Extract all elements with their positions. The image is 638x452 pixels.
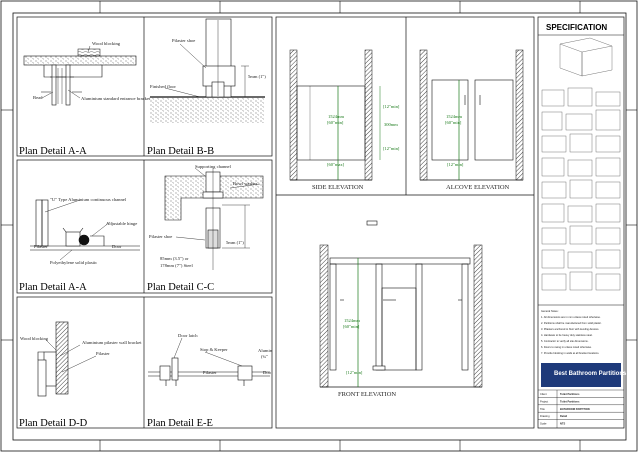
label-bead: Bead bbox=[33, 95, 43, 100]
spec-title: SPECIFICATION bbox=[546, 23, 607, 32]
panel-frames bbox=[16, 16, 535, 429]
label-wood-blocking: Wood blocking bbox=[92, 41, 121, 46]
title-block-key: Scale bbox=[540, 422, 547, 426]
label-bowl-washer: Bowl washer bbox=[233, 181, 258, 186]
spec-panel: SPECIFICATION General Notes: 1. All dimen… bbox=[537, 16, 627, 429]
title-front-elevation: FRONT ELEVATION bbox=[338, 391, 396, 398]
label-aluminium-bracket: Aluminium standard entrance bracket bbox=[81, 96, 151, 101]
label-pilaster-e: Pilaster bbox=[203, 370, 217, 375]
label-pilaster-a2: Pilaster bbox=[34, 244, 48, 249]
spec-note: 7. Provide blocking in walls at all brac… bbox=[541, 351, 600, 355]
wood-blocking bbox=[77, 48, 101, 57]
detail-d: Wood blocking Aluminium pilaster wall br… bbox=[19, 321, 142, 429]
title-detail-a1: Plan Detail A-A bbox=[19, 146, 87, 157]
title-detail-b: Plan Detail B-B bbox=[147, 146, 214, 157]
spec-note: 3. Pilasters anchored to floor with leve… bbox=[541, 327, 599, 331]
alcove-dim-3: [12"min] bbox=[447, 162, 464, 167]
label-door-e: Doo bbox=[263, 370, 272, 375]
label-pilaster-shoe-c: Pilaster shoe bbox=[149, 234, 172, 239]
front-elevation: 1524mm [60"min] [12"min] FRONT ELEVATION bbox=[319, 220, 483, 398]
title-block-value: BATHROOM PARTITION bbox=[560, 407, 590, 411]
sheet-border-inner bbox=[12, 12, 627, 441]
title-block-key: Client bbox=[540, 392, 547, 396]
label-aluminium-sub-e: (¾" bbox=[261, 354, 268, 359]
side-dim-4: [12"min] bbox=[383, 104, 400, 109]
title-detail-e: Plan Detail E-E bbox=[147, 418, 213, 429]
side-elevation: 1524mm [60"min] [60"max] [12"min] 300mm … bbox=[289, 49, 400, 191]
label-supporting-channel: Supporting channel bbox=[195, 164, 232, 169]
detail-a1: Wood blocking Bead Aluminium standard en… bbox=[19, 41, 151, 157]
title-block-value: NTS bbox=[560, 422, 565, 426]
floor-slab bbox=[150, 97, 265, 123]
side-dim-2: [60"min] bbox=[327, 120, 344, 125]
side-dim-1: 1524mm bbox=[328, 114, 345, 119]
spec-note: 4. Hardware to be heavy duty stainless s… bbox=[541, 333, 593, 337]
label-pilaster-shoe-b: Pilaster shoe bbox=[172, 38, 195, 43]
title-block-key: Title bbox=[540, 407, 545, 411]
front-dim-1: 1524mm bbox=[344, 318, 361, 323]
title-side-elevation: SIDE ELEVATION bbox=[312, 184, 364, 191]
iso-thumbnails bbox=[541, 37, 621, 291]
detail-b: Pilaster shoe Finished floor 5mm (1") Pl… bbox=[147, 18, 266, 157]
wall-section bbox=[23, 55, 137, 66]
label-door-a2: Door bbox=[112, 244, 122, 249]
label-height-2: 178mm (7") Steel bbox=[160, 263, 193, 268]
detail-e: Door latch Stop & Keeper Pilaster Alumin… bbox=[147, 333, 273, 429]
title-block-value: Detail bbox=[560, 414, 567, 418]
label-height-1: 85mm (3.5") or bbox=[160, 256, 189, 261]
title-alcove-elevation: ALCOVE ELEVATION bbox=[446, 184, 510, 191]
alcove-dim-2: [60"min] bbox=[445, 120, 462, 125]
front-dim-3: [12"min] bbox=[346, 370, 363, 375]
label-finished-floor: Finished floor bbox=[150, 84, 176, 89]
label-pilaster-d: Pilaster bbox=[96, 351, 110, 356]
label-door-latch: Door latch bbox=[178, 333, 198, 338]
side-dim-5: 300mm bbox=[384, 122, 398, 127]
label-aluminium-e: Alumin bbox=[258, 348, 273, 353]
label-dim-b: 5mm (1") bbox=[248, 74, 266, 79]
alcove-elevation: 1524mm [60"min] [12"min] ALCOVE ELEVATIO… bbox=[419, 49, 524, 191]
spec-note: 5. Contractor to verify all site dimensi… bbox=[541, 339, 589, 343]
title-block-key: Project bbox=[540, 399, 548, 403]
label-dim-c: 5mm (1") bbox=[226, 240, 244, 245]
label-u-channel: "U" Type Aluminium continuous channel bbox=[50, 197, 127, 202]
side-dim-3: [60"max] bbox=[327, 162, 345, 167]
spec-note: 2. Partitions shall be manufactured from… bbox=[541, 321, 602, 325]
title-detail-a2: Plan Detail A-A bbox=[19, 282, 87, 293]
spec-note: General Notes: bbox=[541, 309, 559, 313]
company-banner bbox=[541, 363, 621, 387]
title-detail-d: Plan Detail D-D bbox=[19, 418, 88, 429]
title-block-key: Drawing bbox=[540, 414, 550, 418]
spec-notes: General Notes: 1. All dimensions are in m… bbox=[541, 309, 602, 355]
label-solid-plastic: Polyethylene solid plastic bbox=[50, 260, 97, 265]
front-dim-2: [60"min] bbox=[343, 324, 360, 329]
title-block-value: Toilet Partitions bbox=[560, 399, 580, 403]
detail-c: Supporting channel Bowl washer Pilaster … bbox=[147, 164, 264, 293]
spec-note: 6. Doors to swing in unless noted otherw… bbox=[541, 345, 592, 349]
wall-section-d bbox=[55, 321, 69, 395]
detail-a2: "U" Type Aluminium continuous channel Ad… bbox=[19, 197, 140, 293]
label-wall-bracket: Aluminium pilaster wall bracket bbox=[82, 340, 142, 345]
title-block-value: Toilet Partitions bbox=[560, 392, 580, 396]
label-stop-keeper: Stop & Keeper bbox=[200, 347, 228, 352]
alcove-dim-1: 1524mm bbox=[446, 114, 463, 119]
title-detail-c: Plan Detail C-C bbox=[147, 282, 214, 293]
spec-note: 1. All dimensions are in mm unless noted… bbox=[541, 315, 601, 319]
label-wood-blocking-d: Wood blocking bbox=[20, 336, 49, 341]
company-name: Best Bathroom Partitions bbox=[554, 371, 627, 377]
label-adjustable-hinge: Adjustable hinge bbox=[106, 221, 137, 226]
side-dim-6: [12"min] bbox=[383, 146, 400, 151]
